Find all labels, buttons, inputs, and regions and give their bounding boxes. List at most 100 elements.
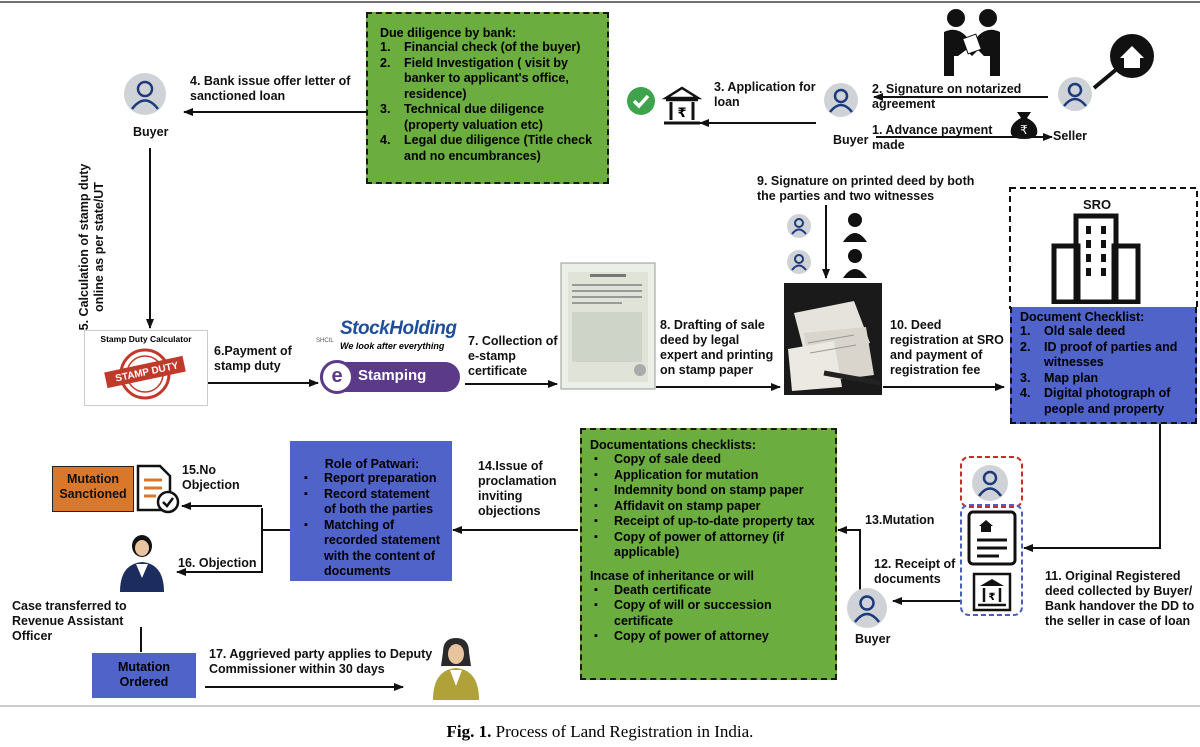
patwari-list: Report preparationRecord statement of bo… — [300, 471, 444, 580]
handshake-icon — [944, 9, 1000, 76]
list-item: 1.Financial check (of the buyer) — [380, 40, 581, 54]
list-item: Affidavit on stamp paper — [590, 499, 827, 515]
step-10-label: 10. Deed registration at SRO and payment… — [890, 318, 1004, 377]
step-3-label: 3. Application for loan — [714, 80, 816, 109]
printed-deed-photo — [784, 283, 882, 395]
svg-text:₹: ₹ — [1020, 123, 1028, 137]
svg-text:₹: ₹ — [989, 592, 996, 603]
list-item: Record statement of both the parties — [300, 487, 444, 518]
mutation-sanctioned-text: Mutation Sanctioned — [59, 472, 127, 501]
step-13-label: 13.Mutation — [865, 513, 935, 527]
estamp-text: Stamping — [358, 367, 427, 384]
checkmark-icon — [627, 87, 655, 115]
approved-document-icon — [136, 464, 180, 514]
case-transferred-text: Case transferred to Revenue Assistant Of… — [12, 599, 127, 643]
step-8-label: 8. Drafting of sale deed by legal expert… — [660, 318, 774, 377]
list-item: Application for mutation — [590, 468, 827, 484]
list-item: Matching of recorded statement with the … — [300, 518, 444, 580]
buyer-top-label: Buyer — [833, 133, 869, 147]
list-item: Receipt of up-to-date property tax — [590, 514, 827, 530]
step-6-label: 6.Payment of stamp duty — [214, 344, 292, 373]
stockholding-logo: StockHolding SHCIL We look after everyth… — [314, 318, 464, 398]
step-4-label: 4. Bank issue offer letter of sanctioned… — [190, 74, 351, 103]
step-1-label: 1. Advance payment made — [872, 123, 993, 152]
patwari-role-box: Role of Patwari: Report preparationRecor… — [290, 441, 452, 581]
mutation-ordered-text: Mutation Ordered — [117, 660, 171, 689]
bank-icon: ₹ — [662, 86, 702, 125]
step-14-label: 14.Issue of proclamation inviting object… — [478, 459, 557, 518]
list-item: 4.Legal due diligence (Title check and n… — [380, 133, 593, 163]
stamp-duty-calculator: Stamp Duty Calculator STAMP DUTY — [84, 330, 208, 406]
seller-person-icon — [1058, 77, 1092, 111]
patwari-title: Role of Patwari: — [324, 457, 420, 471]
list-item: 2.Field Investigation ( visit by banker … — [380, 55, 569, 101]
list-item: Report preparation — [300, 471, 444, 487]
due-diligence-title: Due diligence by bank: — [380, 26, 517, 40]
svg-text:₹: ₹ — [677, 106, 686, 121]
arrow-mutation — [837, 526, 861, 590]
documentation-checklist-title: Documentations checklists: — [590, 438, 757, 452]
step-11-label: 11. Original Registered deed collected b… — [1045, 569, 1195, 628]
witness-icon — [787, 213, 867, 278]
caption-text: Process of Land Registration in India. — [495, 722, 754, 741]
due-diligence-list: 1.Financial check (of the buyer)2.Field … — [380, 40, 599, 164]
e-icon: e — [320, 360, 354, 394]
list-item: Indemnity bond on stamp paper — [590, 483, 827, 499]
step-17-label: 17. Aggrieved party applies to Deputy Co… — [209, 647, 433, 676]
list-item: Copy of power of attorney — [590, 629, 827, 645]
estamp-badge: e Stamping — [320, 360, 460, 394]
list-item: 4.Digital photograph of people and prope… — [1020, 386, 1171, 416]
mutation-ordered-box: Mutation Ordered — [92, 653, 196, 698]
buyer-bottom-label: Buyer — [855, 632, 891, 646]
sro-title: SRO — [1083, 197, 1112, 212]
bank-doc-icon: ₹ — [972, 572, 1012, 612]
buyer-doc-person-icon — [972, 465, 1008, 501]
stamp-calc-title: Stamp Duty Calculator — [100, 334, 192, 344]
step-2-label: 2. Signature on notarized agreement — [872, 82, 1022, 111]
documentation-checklist-box: Documentations checklists: Copy of sale … — [580, 428, 837, 680]
buyer-red-frame — [960, 456, 1023, 508]
list-item: Copy of power of attorney (if applicable… — [590, 530, 827, 561]
list-item: Death certificate — [590, 583, 827, 599]
step-5-label: 5. Calculation of stamp duty online as p… — [77, 163, 106, 331]
officer-icon — [120, 535, 164, 592]
seller-label: Seller — [1053, 129, 1088, 143]
documentation-checklist-list: Copy of sale deedApplication for mutatio… — [590, 452, 827, 561]
list-item: 3.Technical due diligence (property valu… — [380, 102, 545, 132]
shcil-mark: SHCIL — [316, 338, 334, 344]
deputy-commissioner-icon — [433, 638, 479, 700]
stamp-duty-icon — [104, 348, 186, 400]
buyer-left-label: Buyer — [133, 125, 169, 139]
money-bag-icon: ₹ — [1010, 112, 1038, 139]
stockholding-brand: StockHolding — [340, 318, 457, 339]
caption-label: Fig. 1. — [446, 722, 492, 741]
buyer-top-person-icon — [824, 83, 858, 117]
list-item: 1.Old sale deed — [1020, 324, 1126, 338]
estamp-certificate-icon — [560, 262, 656, 390]
house-search-icon — [1092, 34, 1154, 90]
step-9-label: 9. Signature on printed deed by both the… — [757, 174, 975, 203]
stockholding-tagline: We look after everything — [340, 341, 445, 351]
list-item: 3.Map plan — [1020, 370, 1099, 385]
buyer-left-person-icon — [124, 73, 166, 115]
step-15-label: 15.No Objection — [182, 463, 240, 492]
list-item: 2.ID proof of parties and witnesses — [1020, 339, 1178, 370]
arrow-deed-collected — [1023, 424, 1161, 552]
deed-document-icon — [967, 510, 1017, 566]
buyer-bottom-person-icon — [847, 588, 887, 628]
due-diligence-box: Due diligence by bank: 1.Financial check… — [366, 12, 609, 184]
figure-caption: Fig. 1. Process of Land Registration in … — [0, 722, 1200, 742]
building-icon — [1051, 213, 1141, 304]
inheritance-title: Incase of inheritance or will — [590, 568, 754, 583]
list-item: Copy of sale deed — [590, 452, 827, 468]
step-7-label: 7. Collection of e-stamp certificate — [468, 334, 558, 378]
step-16-label: 16. Objection — [178, 556, 257, 570]
inheritance-list: Death certificateCopy of will or success… — [590, 583, 827, 645]
docs-blue-frame — [960, 504, 1023, 616]
mutation-sanctioned-box: Mutation Sanctioned — [52, 466, 134, 512]
step-12-label: 12. Receipt of documents — [874, 557, 956, 586]
arrow-objection — [176, 530, 263, 576]
list-item: Copy of will or succession certificate — [590, 598, 827, 629]
